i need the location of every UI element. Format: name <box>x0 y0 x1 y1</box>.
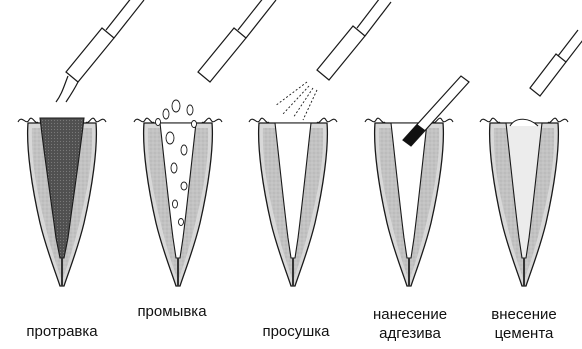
step-adhesive-figure <box>365 76 469 286</box>
caption-rinsing-text: промывка <box>116 302 228 321</box>
caption-cement-line1: внесение <box>468 305 580 324</box>
step-drying-figure <box>249 0 391 286</box>
caption-rinsing: промывка <box>116 302 228 321</box>
step-etching-figure <box>18 0 144 286</box>
caption-cement: внесение цемента <box>468 305 580 343</box>
caption-etching-text: протравка <box>6 322 118 341</box>
step-cement-figure <box>480 30 582 286</box>
caption-adhesive: нанесение адгезива <box>354 305 466 343</box>
step-rinsing-figure <box>134 0 276 286</box>
caption-drying: просушка <box>240 322 352 341</box>
caption-cement-line2: цемента <box>468 324 580 343</box>
caption-adhesive-line2: адгезива <box>354 324 466 343</box>
caption-adhesive-line1: нанесение <box>354 305 466 324</box>
caption-etching: протравка <box>6 322 118 341</box>
caption-drying-text: просушка <box>240 322 352 341</box>
